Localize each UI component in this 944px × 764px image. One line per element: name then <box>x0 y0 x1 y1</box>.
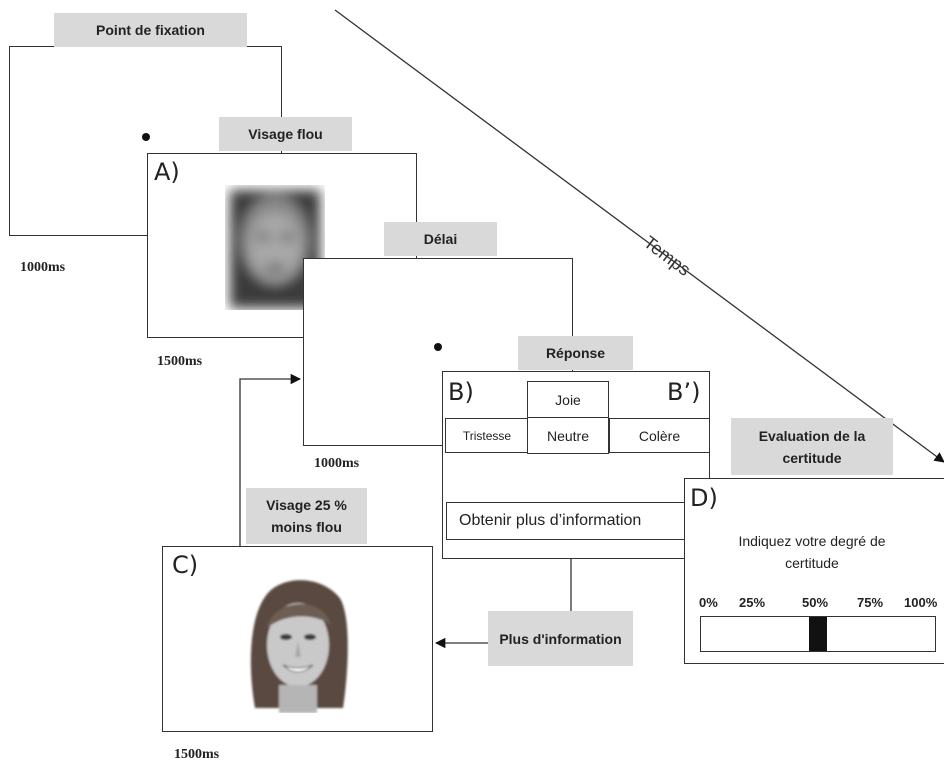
certainty-slider-thumb[interactable] <box>809 617 827 651</box>
panel-tag-c: C) <box>172 551 199 579</box>
option-tristesse[interactable]: Tristesse <box>445 418 529 453</box>
face-duration: 1500ms <box>157 354 203 369</box>
panel-tag-a: A) <box>154 158 180 186</box>
response-label: Réponse <box>518 336 633 370</box>
blurred-face-image <box>230 190 320 308</box>
fixation-dot <box>142 133 150 141</box>
fixation-label: Point de fixation <box>54 13 247 47</box>
panel-tag-b-prime: B’) <box>667 378 701 406</box>
more-info-button[interactable]: Obtenir plus d’information <box>446 502 686 540</box>
option-neutre[interactable]: Neutre <box>527 417 609 454</box>
delay-label: Délai <box>384 222 497 256</box>
less-blur-face-image <box>250 580 348 713</box>
tick-50: 50% <box>802 595 829 610</box>
loop-back-connector <box>239 373 302 546</box>
panel-tag-d: D) <box>690 484 718 512</box>
certainty-slider-track[interactable] <box>700 616 936 652</box>
fixation-dot <box>434 343 442 351</box>
fixation-duration: 1000ms <box>20 260 66 275</box>
blurred-face-label: Visage flou <box>219 117 352 151</box>
time-arrow-line <box>334 9 944 463</box>
panel-tag-b: B) <box>448 378 474 406</box>
less-blur-label: Visage 25 % moins flou <box>246 488 367 544</box>
option-colere[interactable]: Colère <box>609 418 710 453</box>
tick-25: 25% <box>739 595 766 610</box>
less-blur-duration: 1500ms <box>174 747 220 762</box>
certainty-label: Evaluation de la certitude <box>731 418 893 475</box>
tick-100: 100% <box>904 595 938 610</box>
option-joie[interactable]: Joie <box>527 381 609 418</box>
tick-0: 0% <box>699 595 718 610</box>
more-info-label: Plus d'information <box>488 611 633 666</box>
certainty-prompt: Indiquez votre degré de certitude <box>738 533 886 571</box>
tick-75: 75% <box>857 595 884 610</box>
delay-duration: 1000ms <box>314 456 360 471</box>
